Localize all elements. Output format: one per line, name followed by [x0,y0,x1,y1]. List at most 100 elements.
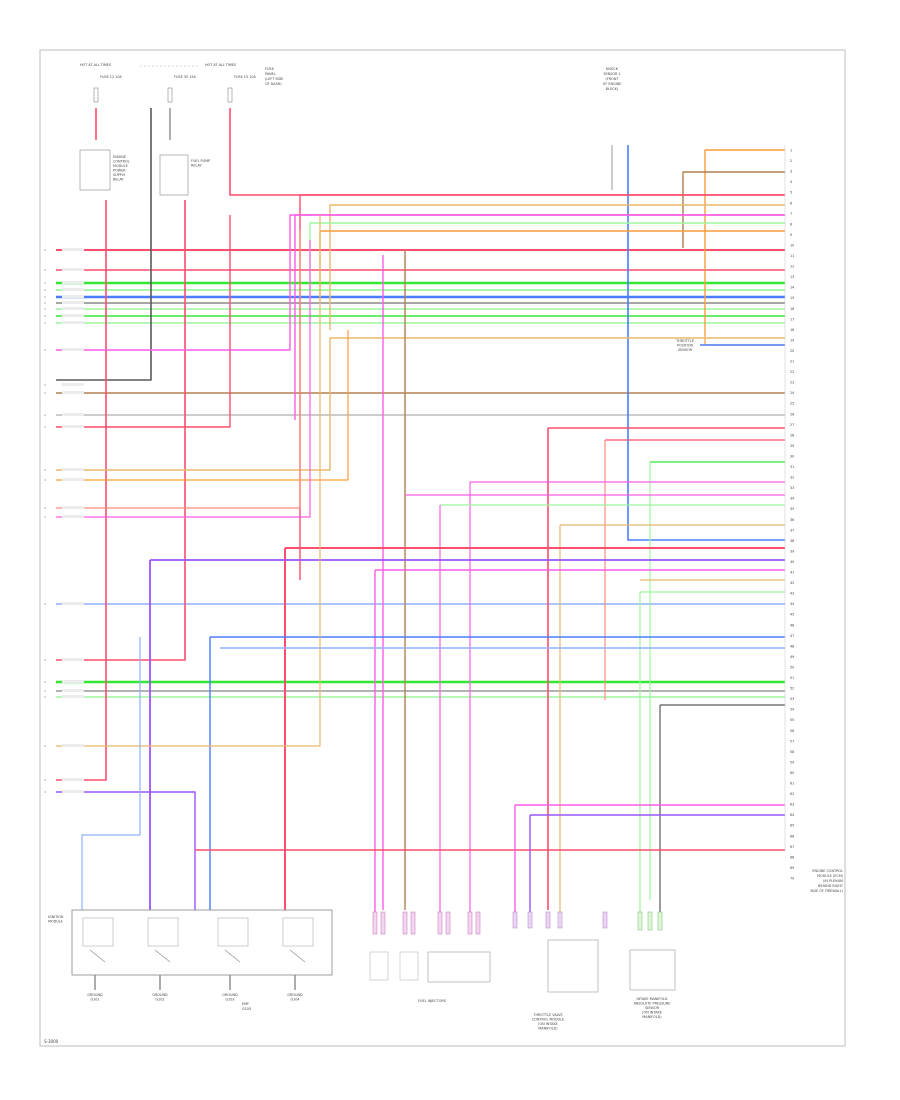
ecm-pin-label: 34 [790,497,794,501]
fuse-box-note: (LEFT SIDE [265,77,283,81]
left-stub-pin: • [44,384,46,388]
left-stub-label [62,744,84,747]
coil-switch [289,949,306,963]
left-stub-label [62,321,84,324]
ecm-pin-label: 63 [790,803,794,807]
ecm-pin-label: 53 [790,697,794,701]
left-stub-pin: • [44,302,46,306]
tps-label: SENSOR [678,348,693,352]
left-stub-pin: • [44,507,46,511]
ecm-pin-label: 59 [790,760,794,764]
ecm-pin-label: 44 [790,602,794,606]
ecm-pin-label: 30 [790,454,794,458]
injector-body [399,951,419,981]
ecm-pin-label: 60 [790,771,794,775]
ecm-pin-label: 69 [790,866,794,870]
ecm-pin-label: 58 [790,750,794,754]
relay-feed-wire [56,215,231,428]
coil-switch [224,949,241,963]
ground-label: G101 [90,998,99,1002]
map-sensor-label: ABSOLUTE PRESSURE [634,1002,671,1006]
knock-sensor-label: OF ENGINE [603,82,622,86]
harness-wire [56,215,321,747]
fuse-label: FUSE 12 10A [100,75,123,79]
left-stub-label [62,314,84,317]
map-sensor-label: SENSOR [645,1006,660,1010]
tps-module-label: CONTROL MODULE [532,1018,564,1022]
ecm-branch-wire [309,222,785,300]
ecm-pin-label: 5 [790,191,792,195]
ecm-label: SIDE OF FIREWALL) [810,889,843,893]
left-stub-pin: • [44,745,46,749]
left-stub-label [62,295,84,298]
ecm-pin-label: 8 [790,222,792,226]
harness-wire [56,214,785,351]
left-stub-label [62,695,84,698]
left-stub-pin: • [44,414,46,418]
ecm-pin-label: 36 [790,518,794,522]
ecm-pin-label: 21 [790,360,794,364]
left-stub-label [62,383,84,386]
ecm-branch-wire [682,171,785,248]
relay-label: POWER [113,169,126,173]
tps-module-label: MANIFOLD) [538,1027,558,1031]
knock-sensor-label: (FRONT [606,77,620,81]
fuse-box-note: PANEL [265,72,276,76]
tps-pin [512,911,518,929]
ecm-pin-label: 20 [790,349,794,353]
relay-label: ENGINE [113,155,126,159]
ground-label: GROUND [152,993,168,997]
tps-module-label: (ON INTAKE [538,1022,558,1026]
left-stub-label [62,301,84,304]
ecm-pin-label: 28 [790,433,794,437]
left-stub-label [62,281,84,284]
left-stub-pin: • [44,791,46,795]
ecm-pin-label: 22 [790,370,794,374]
ecm-pin-label: 37 [790,528,794,532]
fuse-header-left: HOT AT ALL TIMES [80,63,111,67]
injector-pin [437,911,443,935]
relay-feed-wire [56,200,107,781]
injector-pin [467,911,473,935]
fuse-label: FUSE 15 10A [234,75,257,79]
relay-feed-wire [56,200,186,661]
ecm-label: BEHIND RIGHT [818,884,844,888]
map-sensor-label: INTAKE MANIFOLD [636,997,667,1001]
injector-pin [380,911,386,935]
left-stub-label [62,658,84,661]
ecm-pin-label: 26 [790,412,794,416]
emf-ground-label: EMF [242,1002,249,1006]
knock-sensor-label: BLOCK) [606,87,619,91]
ecm-pin-label: 23 [790,381,794,385]
ecm-pin-label: 55 [790,718,794,722]
left-stub-pin: • [44,659,46,663]
ecm-pin-label: 13 [790,275,794,279]
ecm-pin-label: 38 [790,539,794,543]
ecm-pin-label: 2 [790,159,792,163]
ecm-pin-label: 16 [790,307,794,311]
left-stub-label [62,288,84,291]
tps-pin [527,911,533,929]
ecm-pin-label: 17 [790,317,794,321]
ground-label: GROUND [87,993,103,997]
ground-label: G104 [290,998,299,1002]
ground-label: G103 [225,998,234,1002]
left-stub-pin: • [44,315,46,319]
fuse-symbol [93,87,99,103]
diagram-frame [39,49,846,1047]
ignition-module-label: IGNITION [48,915,64,919]
knock-sensor-label: KNOCK [606,67,619,71]
injector-pin [410,911,416,935]
ecm-pin-label: 7 [790,212,792,216]
harness-wire [56,240,311,518]
ignition-coil-module [71,909,333,976]
coil-symbol [147,917,179,947]
harness-wire [56,791,196,910]
wire-harness [56,108,785,990]
left-stub-label [62,391,84,394]
left-stub-pin: • [44,681,46,685]
label-group: 1234567891011121314151617181920212223242… [44,63,844,1031]
coil-symbol [82,917,114,947]
map-pin [647,911,653,931]
left-stub-pin: • [44,349,46,353]
